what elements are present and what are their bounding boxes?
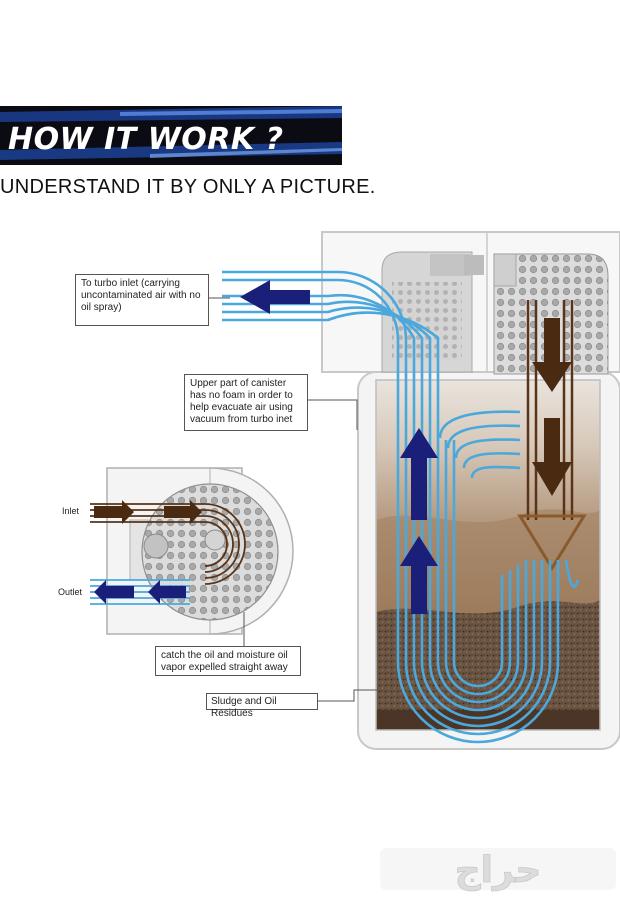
callout-turbo-inlet: To turbo inlet (carrying uncontaminated … xyxy=(75,274,209,326)
clean-air-flow xyxy=(222,270,580,744)
banner: HOW IT WORK ? xyxy=(0,106,342,165)
right-arrow-icon xyxy=(94,500,134,524)
left-arrow-icon xyxy=(240,280,310,314)
inset-top-view xyxy=(90,467,294,635)
callout-sludge: Sludge and Oil Residues xyxy=(206,693,318,719)
up-arrow-icon xyxy=(400,536,438,614)
leader-lines xyxy=(208,297,378,702)
right-arrow-icon xyxy=(164,500,202,524)
left-arrow-icon xyxy=(148,580,186,604)
inset-outlet-label: Outlet xyxy=(58,587,83,597)
banner-title: HOW IT WORK ? xyxy=(8,122,284,157)
callout-catch-oil: catch the oil and moisture oil vapor exp… xyxy=(155,646,301,676)
down-arrow-icon xyxy=(532,318,572,392)
watermark-text: حراج xyxy=(455,850,542,891)
down-arrow-icon xyxy=(532,418,572,496)
callout-upper-part: Upper part of canister has no foam in or… xyxy=(184,374,308,431)
inset-inlet-label: Inlet xyxy=(62,506,80,516)
oily-air-flow xyxy=(517,300,587,571)
up-arrow-icon xyxy=(400,428,438,520)
canister xyxy=(321,231,620,750)
left-arrow-icon xyxy=(94,580,134,604)
clean-air-arrows xyxy=(240,280,438,614)
outlined-down-arrow-icon xyxy=(517,514,587,571)
subtitle: UNDERSTAND IT BY ONLY A PICTURE. xyxy=(0,176,376,198)
watermark: حراج xyxy=(380,848,616,891)
